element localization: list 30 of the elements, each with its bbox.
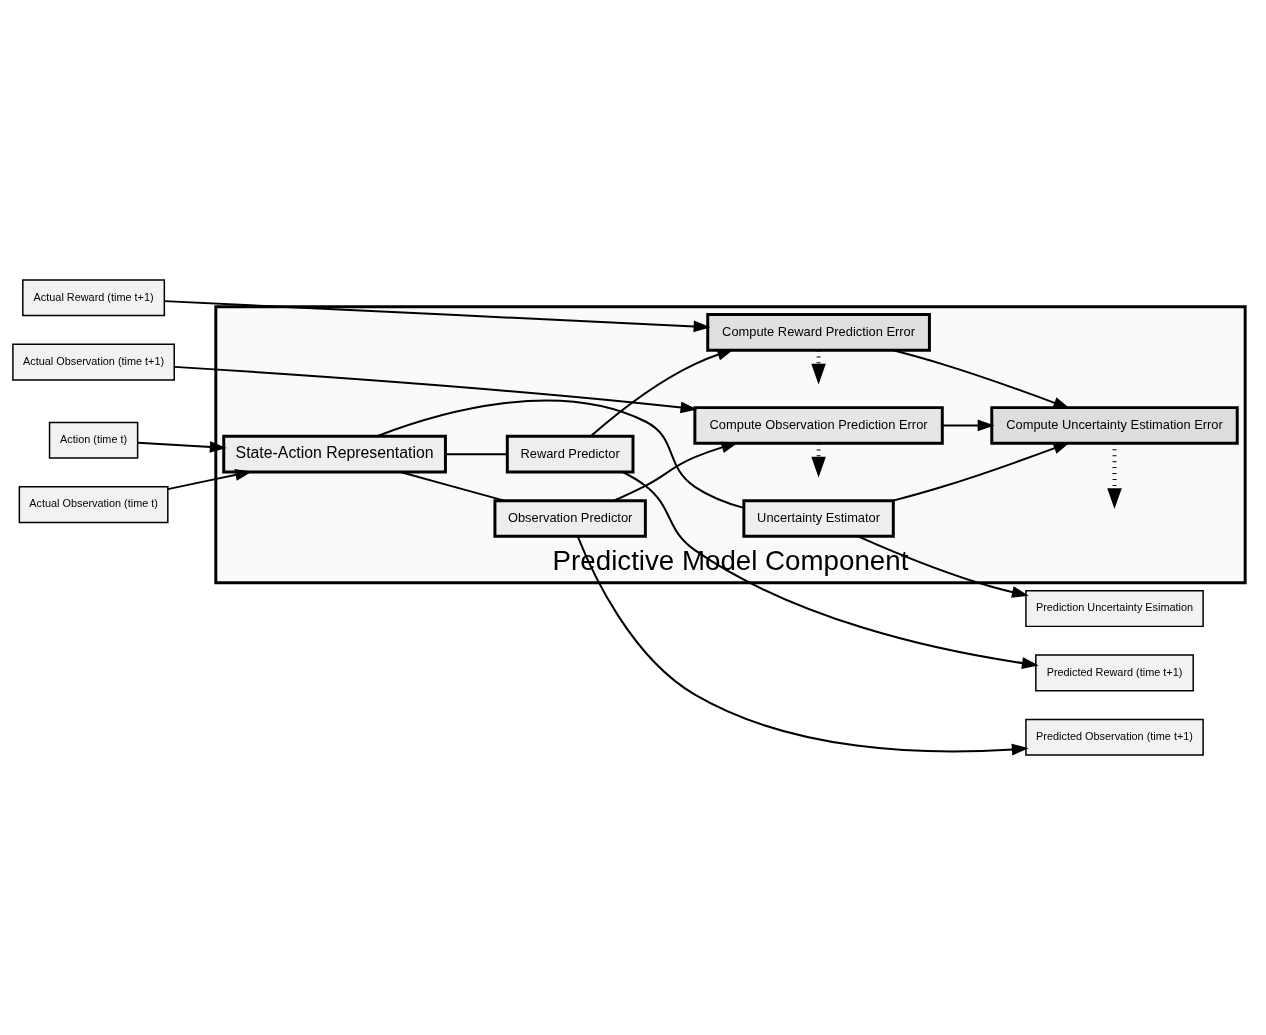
arrow xyxy=(166,469,253,491)
node-box: Actual Observation (time t) xyxy=(18,486,169,524)
arrow xyxy=(941,419,995,432)
node-box: Predicted Reward (time t+1) xyxy=(1035,654,1194,692)
arrow xyxy=(163,300,711,333)
arrow xyxy=(892,442,1071,502)
arrow xyxy=(621,471,1039,669)
connector xyxy=(444,453,509,456)
arrow xyxy=(576,535,1029,756)
node-box: Actual Reward (time t+1) xyxy=(22,279,166,317)
arrow xyxy=(173,365,698,414)
arrow xyxy=(136,441,227,453)
node-box: Compute Reward Prediction Error xyxy=(706,313,931,352)
node-box: Reward Predictor xyxy=(505,434,635,474)
node-box: Prediction Uncertainty Esimation xyxy=(1025,590,1204,628)
node-box: Uncertainty Estimator xyxy=(742,499,895,538)
node-box: State-Action Representation xyxy=(222,434,447,474)
node-box: Actual Observation (time t+1) xyxy=(12,343,175,381)
arrow xyxy=(589,349,735,438)
node-box: Compute Uncertainty Estimation Error xyxy=(990,406,1239,445)
node-box: Observation Predictor xyxy=(493,499,647,538)
arrow xyxy=(892,349,1071,409)
node-box: Predicted Observation (time t+1) xyxy=(1025,718,1204,756)
connector xyxy=(399,471,506,502)
node-box: Action (time t) xyxy=(48,421,139,459)
arrow xyxy=(1107,443,1122,510)
arrow xyxy=(612,441,739,502)
connector xyxy=(375,399,745,509)
arrow xyxy=(857,535,1029,598)
node-box: Compute Observation Prediction Error xyxy=(693,406,944,445)
